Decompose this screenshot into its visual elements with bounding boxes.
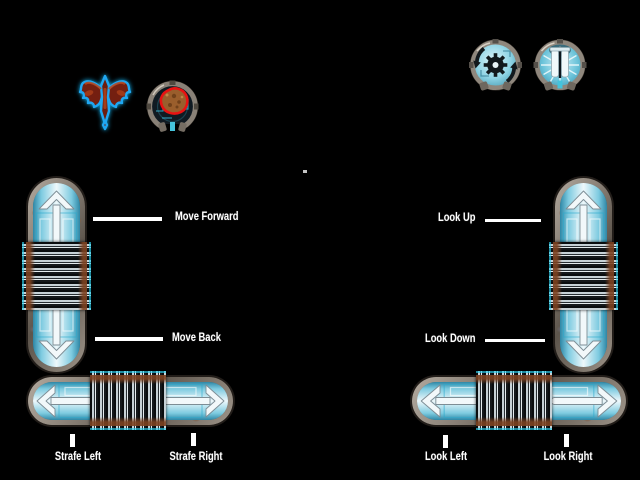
scan-target-icon [146,80,199,134]
phoenix-emblem-icon [78,74,132,131]
move-forward-callout-line [93,217,162,221]
look-right-tick [564,434,569,447]
move-back-label: Move Back [172,330,221,344]
look-right-label: Look Right [543,449,593,463]
twin-pillar-icon [533,39,587,91]
strafe-left-tick [70,434,75,447]
strafe-left-label: Strafe Left [54,449,102,463]
gauge-coil [549,242,618,310]
look-down-callout-line [485,339,545,342]
gauge-coil [476,371,552,430]
look-left-tick [443,435,448,448]
look-up-label: Look Up [438,210,476,224]
move-back-callout-line [95,337,163,341]
move-stick-horizontal-gauge [28,371,233,430]
screen-speck [303,170,307,173]
rotate-gear-icon [469,39,522,91]
look-up-callout-line [485,219,541,222]
look-stick-horizontal-gauge [412,371,626,430]
strafe-right-label: Strafe Right [169,449,223,463]
move-forward-label: Move Forward [175,209,239,223]
strafe-right-tick [191,433,196,446]
gauge-coil [22,242,91,310]
look-left-label: Look Left [424,449,468,463]
look-down-label: Look Down [425,331,476,345]
move-stick-vertical-gauge [22,178,91,372]
gauge-coil [90,371,166,430]
look-stick-vertical-gauge [549,178,618,372]
